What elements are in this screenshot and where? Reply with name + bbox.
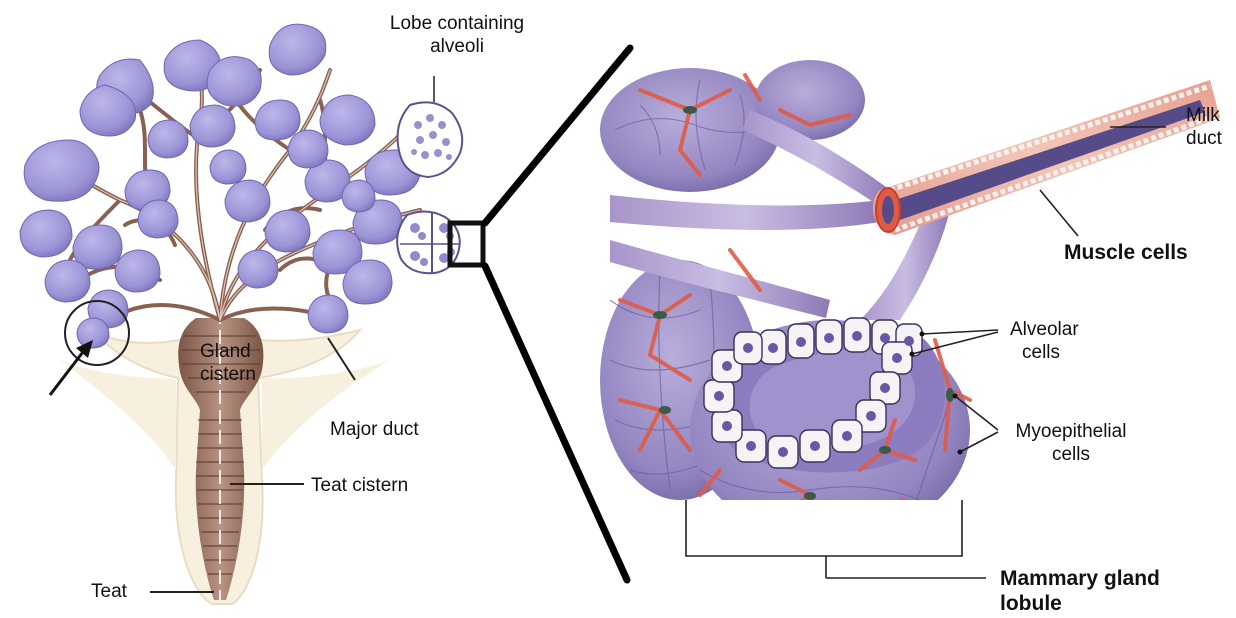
label-gland-line2: cistern xyxy=(200,363,256,386)
label-gland-line1: Gland xyxy=(200,340,256,363)
label-alveolar-cells: Alveolar cells xyxy=(1010,318,1079,364)
label-lobe-line2: alveoli xyxy=(372,35,542,58)
udder-skin-right xyxy=(262,360,390,470)
label-muscle-cells: Muscle cells xyxy=(1064,240,1188,265)
label-alveolar-line2: cells xyxy=(1010,341,1079,364)
label-lobe-line1: Lobe containing xyxy=(372,12,542,35)
label-lobule-line2: lobule xyxy=(1000,591,1160,616)
udder-skin-left xyxy=(60,360,176,470)
label-teat-cistern: Teat cistern xyxy=(311,474,408,497)
lobule-illustration xyxy=(600,60,1220,540)
label-mammary-gland-lobule: Mammary gland lobule xyxy=(1000,566,1160,616)
label-milk-duct: Milk duct xyxy=(1186,104,1222,150)
lobe-cross-section-upper xyxy=(398,102,463,177)
udder-illustration xyxy=(20,24,483,604)
label-major-duct: Major duct xyxy=(330,418,419,441)
label-myo-line1: Myoepithelial xyxy=(1006,420,1136,443)
label-myoepithelial-cells: Myoepithelial cells xyxy=(1006,420,1136,466)
label-lobe-containing-alveoli: Lobe containing alveoli xyxy=(372,12,542,58)
label-teat: Teat xyxy=(91,580,127,603)
pointer-arrow xyxy=(50,340,93,395)
label-gland-cistern: Gland cistern xyxy=(200,340,256,386)
milk-duct-lumen xyxy=(888,100,1205,220)
alveoli-clusters xyxy=(20,24,420,348)
label-lobule-line1: Mammary gland xyxy=(1000,566,1160,591)
label-milk-line1: Milk xyxy=(1186,104,1222,127)
label-milk-line2: duct xyxy=(1186,127,1222,150)
label-alveolar-line1: Alveolar xyxy=(1010,318,1079,341)
label-myo-line2: cells xyxy=(1006,443,1136,466)
small-duct-upper xyxy=(610,195,880,230)
